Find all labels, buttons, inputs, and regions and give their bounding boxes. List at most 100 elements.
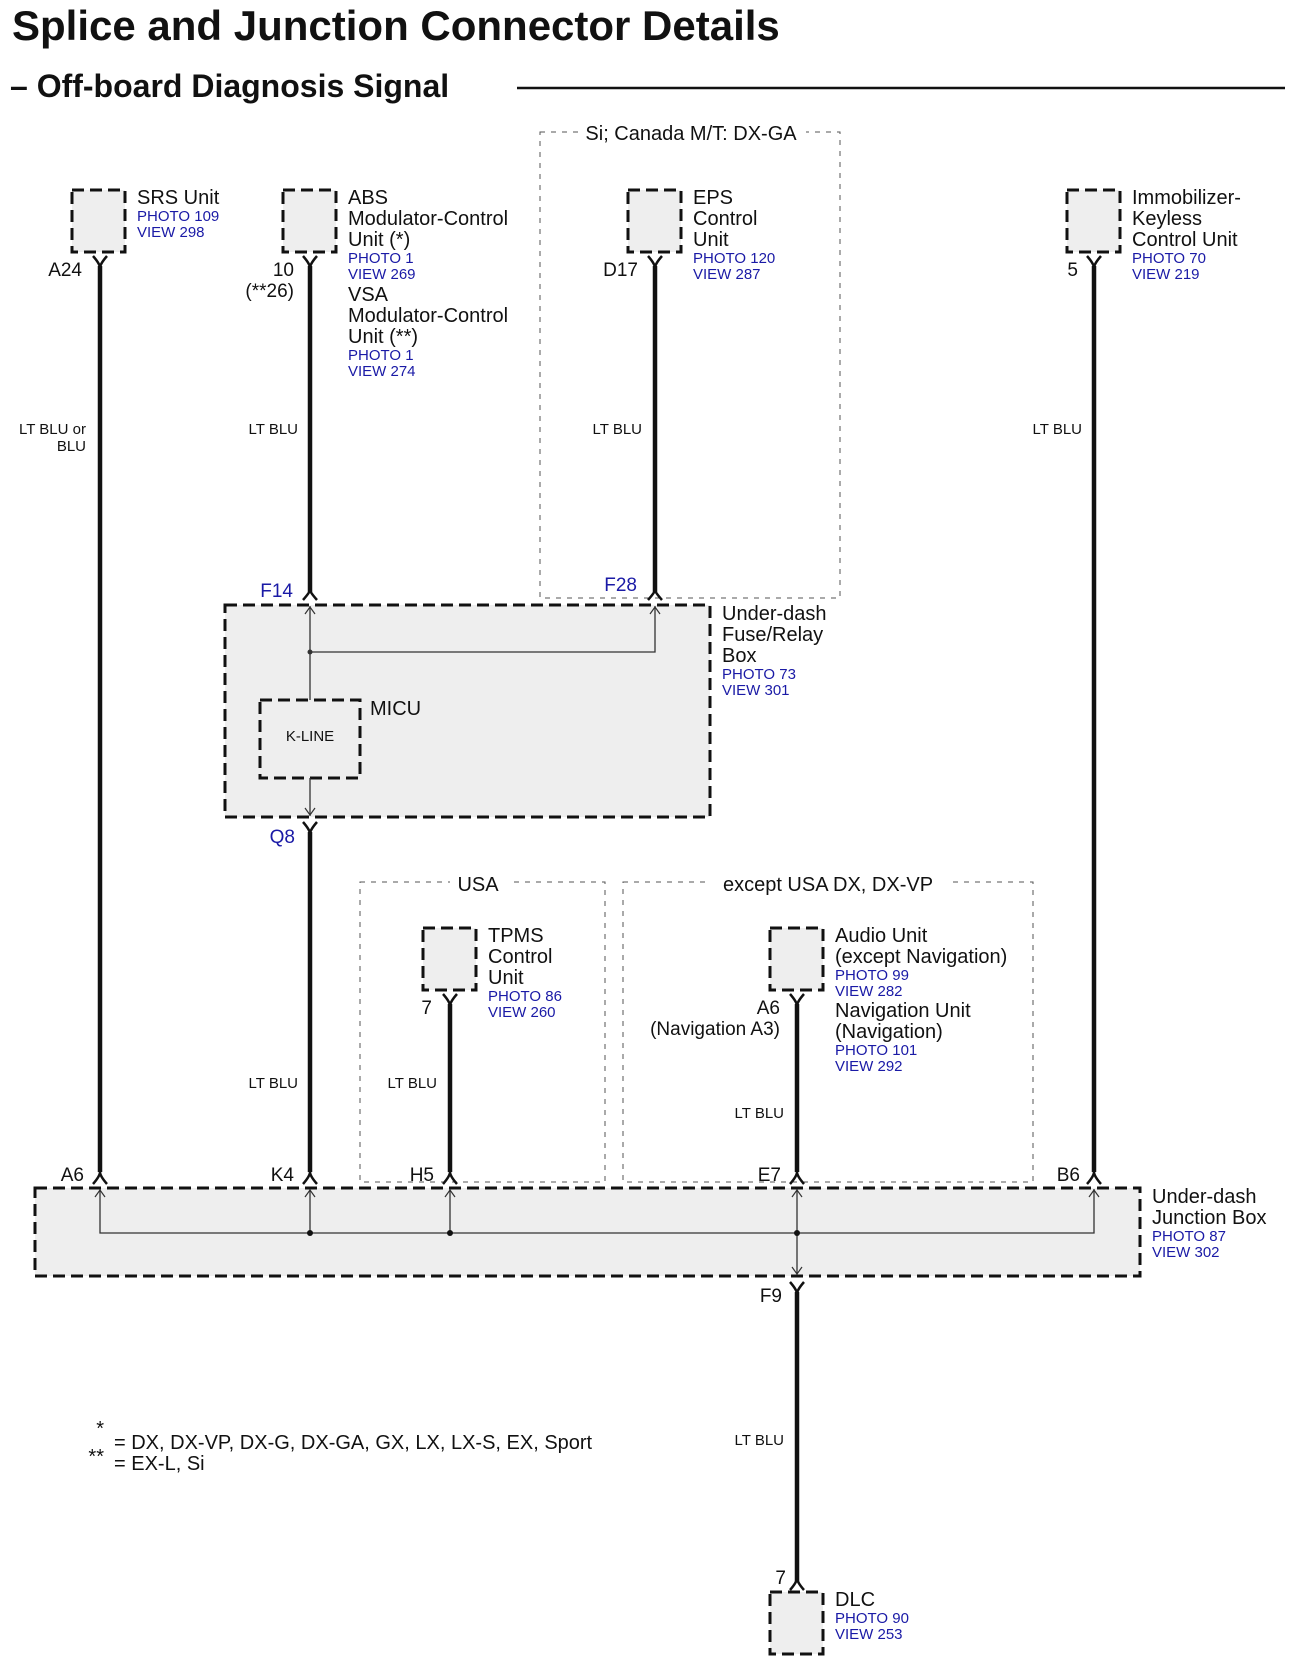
dlc-view: VIEW 253 bbox=[835, 1626, 903, 1643]
abs-pin: 10 bbox=[273, 260, 294, 281]
srs-pin: A24 bbox=[48, 260, 82, 281]
abs-name-2: Modulator-Control bbox=[348, 208, 508, 230]
legend-text-1: = DX, DX-VP, DX-G, DX-GA, GX, LX, LX-S, … bbox=[114, 1432, 593, 1454]
eps-view: VIEW 287 bbox=[693, 266, 761, 283]
tpms-name-2: Control bbox=[488, 946, 552, 968]
f14-terminal bbox=[302, 589, 318, 601]
jb-terminal-e7 bbox=[789, 1171, 805, 1185]
immo-pin: 5 bbox=[1067, 260, 1078, 281]
jb-pin-e7: E7 bbox=[758, 1165, 781, 1186]
eps-name-2: Control bbox=[693, 208, 757, 230]
audio-view: VIEW 282 bbox=[835, 983, 903, 1000]
vsa-name-2: Modulator-Control bbox=[348, 305, 508, 327]
fuse-box-name-2: Fuse/Relay bbox=[722, 624, 823, 646]
eps-pin: D17 bbox=[603, 260, 638, 281]
tpms-name-1: TPMS bbox=[488, 925, 544, 947]
tpms-pin: 7 bbox=[421, 998, 432, 1019]
srs-unit: SRS Unit PHOTO 109 VIEW 298 A24 LT BLU o… bbox=[19, 187, 220, 1172]
vsa-view: VIEW 274 bbox=[348, 363, 416, 380]
junction-splice-e7 bbox=[794, 1230, 800, 1236]
dlc-terminal bbox=[789, 1577, 805, 1591]
nav-photo: PHOTO 101 bbox=[835, 1042, 917, 1059]
legend-mark-1: * bbox=[96, 1418, 104, 1440]
fuse-pin-f14: F14 bbox=[260, 581, 293, 602]
junction-box-body bbox=[33, 1186, 1142, 1278]
fuse-internal-bus bbox=[310, 606, 656, 653]
junction-name-2: Junction Box bbox=[1152, 1207, 1267, 1229]
junction-name-1: Under-dash bbox=[1152, 1186, 1257, 1208]
fuse-pin-q8: Q8 bbox=[270, 827, 295, 848]
dlc-pin: 7 bbox=[775, 1568, 786, 1589]
srs-wire-color-1: LT BLU or bbox=[19, 421, 86, 438]
jb-pin-f9: F9 bbox=[760, 1286, 782, 1307]
abs-pin-alt: (**26) bbox=[245, 281, 294, 302]
tpms-photo: PHOTO 86 bbox=[488, 988, 562, 1005]
fuse-pin-f28: F28 bbox=[604, 575, 637, 596]
option-label-usa: USA bbox=[457, 874, 499, 896]
option-box-audio bbox=[622, 881, 1034, 1183]
srs-view: VIEW 298 bbox=[137, 224, 205, 241]
audio-wire-color: LT BLU bbox=[735, 1105, 784, 1122]
jb-arrow-k4 bbox=[304, 1188, 316, 1198]
jb-arrow-h5 bbox=[444, 1188, 456, 1198]
junction-bus bbox=[99, 1189, 1095, 1234]
eps-connector bbox=[626, 188, 683, 254]
srs-photo: PHOTO 109 bbox=[137, 208, 219, 225]
immobilizer-unit: Immobilizer- Keyless Control Unit PHOTO … bbox=[1033, 187, 1241, 1172]
option-label-eps: Si; Canada M/T: DX-GA bbox=[585, 123, 797, 145]
eps-name-3: Unit bbox=[693, 229, 729, 251]
page-title: Splice and Junction Connector Details bbox=[12, 2, 780, 49]
tpms-view: VIEW 260 bbox=[488, 1004, 556, 1021]
jb-arrow-e7 bbox=[791, 1188, 803, 1198]
tpms-name-3: Unit bbox=[488, 967, 524, 989]
abs-connector bbox=[281, 188, 338, 254]
jb-terminal-a6 bbox=[92, 1171, 108, 1185]
jb-arrow-a6 bbox=[94, 1188, 106, 1198]
junction-photo: PHOTO 87 bbox=[1152, 1228, 1226, 1245]
jb-terminal-h5 bbox=[442, 1171, 458, 1185]
junction-splice-h5 bbox=[447, 1230, 453, 1236]
audio-photo: PHOTO 99 bbox=[835, 967, 909, 984]
fuse-box-body bbox=[223, 603, 712, 819]
jb-arrow-f9 bbox=[791, 1266, 803, 1276]
vsa-name-3: Unit (**) bbox=[348, 326, 418, 348]
jb-pin-k4: K4 bbox=[271, 1165, 295, 1186]
jb-arrow-b6 bbox=[1088, 1188, 1100, 1198]
option-box-usa-label-bg bbox=[450, 870, 510, 894]
immo-wire-color: LT BLU bbox=[1033, 421, 1082, 438]
immo-view: VIEW 219 bbox=[1132, 266, 1200, 283]
f14-arrow bbox=[304, 605, 316, 615]
jb-terminal-k4 bbox=[302, 1171, 318, 1185]
vsa-name-1: VSA bbox=[348, 284, 389, 306]
q8-wire-color: LT BLU bbox=[249, 1075, 298, 1092]
junction-view: VIEW 302 bbox=[1152, 1244, 1220, 1261]
dlc-wire-color: LT BLU bbox=[735, 1432, 784, 1449]
f28-arrow bbox=[649, 605, 661, 615]
f28-terminal bbox=[647, 589, 663, 601]
tpms-wire-color: LT BLU bbox=[388, 1075, 437, 1092]
jb-pin-a6: A6 bbox=[61, 1165, 84, 1186]
page-subtitle: – Off-board Diagnosis Signal bbox=[10, 68, 449, 104]
abs-name-3: Unit (*) bbox=[348, 229, 410, 251]
micu-label: MICU bbox=[370, 698, 421, 720]
immo-name-2: Keyless bbox=[1132, 208, 1202, 230]
abs-name-1: ABS bbox=[348, 187, 388, 209]
jb-pin-h5: H5 bbox=[410, 1165, 434, 1186]
eps-photo: PHOTO 120 bbox=[693, 250, 775, 267]
dlc-connector bbox=[768, 1590, 825, 1656]
nav-name-2: (Navigation) bbox=[835, 1021, 943, 1043]
fuse-relay-box: Under-dash Fuse/Relay Box PHOTO 73 VIEW … bbox=[223, 575, 827, 1172]
dlc-unit: 7 DLC PHOTO 90 VIEW 253 bbox=[768, 1568, 909, 1656]
q8-arrow bbox=[304, 807, 316, 817]
option-box-eps bbox=[539, 131, 841, 599]
immo-connector bbox=[1065, 188, 1122, 254]
nav-view: VIEW 292 bbox=[835, 1058, 903, 1075]
abs-vsa-unit: ABS Modulator-Control Unit (*) PHOTO 1 V… bbox=[245, 187, 508, 592]
jb-terminal-b6 bbox=[1086, 1171, 1102, 1185]
immo-name-1: Immobilizer- bbox=[1132, 187, 1241, 209]
fuse-box-view: VIEW 301 bbox=[722, 682, 790, 699]
fuse-box-photo: PHOTO 73 bbox=[722, 666, 796, 683]
vsa-photo: PHOTO 1 bbox=[348, 347, 414, 364]
kline-label: K-LINE bbox=[286, 728, 334, 745]
